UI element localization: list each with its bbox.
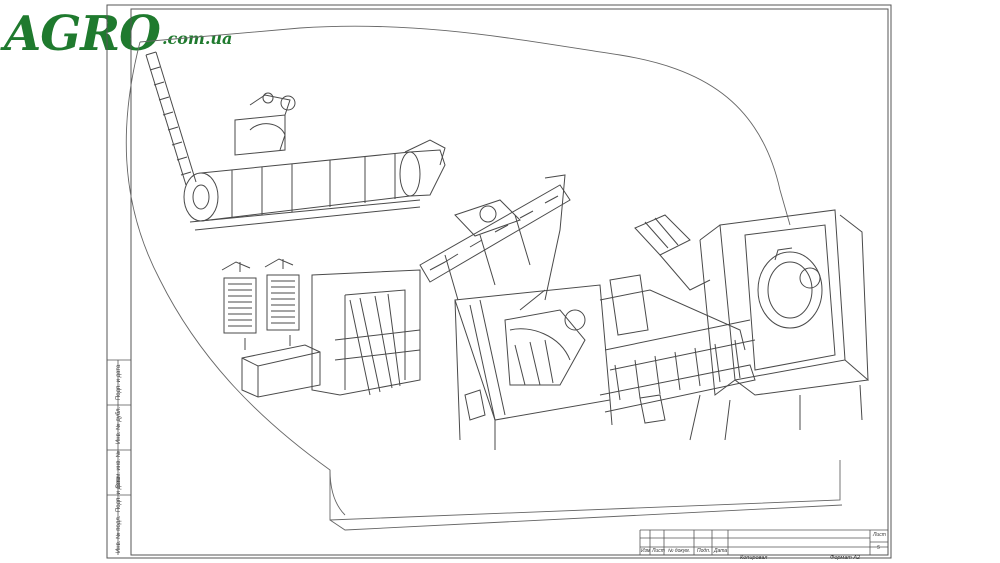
walkway-stairs xyxy=(599,274,756,424)
tb-col-date: Дата xyxy=(714,548,728,554)
tank-box xyxy=(241,344,321,398)
dryer-drum xyxy=(183,92,446,231)
tb-copied: Копировал xyxy=(740,555,768,561)
tb-format: Формат A2 xyxy=(830,555,861,561)
tb-col-doc: № докум. xyxy=(668,548,691,554)
tb-col-list: Лист xyxy=(652,548,665,554)
lattice-frame xyxy=(634,214,711,291)
side-label-4: Инв. № дубл. xyxy=(116,406,122,444)
mixing-plant-frame xyxy=(311,174,571,396)
agro-logo[interactable]: AGRO .com.ua xyxy=(4,0,232,62)
side-stamp-lines xyxy=(107,359,131,555)
side-label-1: Инв. № подл. xyxy=(116,515,122,553)
tb-sheet-number: 5 xyxy=(877,545,880,551)
drawing-frame xyxy=(106,4,892,559)
tb-col-sign: Подп. xyxy=(697,548,711,554)
tb-col-izm: Изм xyxy=(641,548,651,554)
site-outline xyxy=(125,25,843,531)
title-block-lines xyxy=(639,529,888,555)
tb-sheet-label: Лист xyxy=(873,532,886,538)
logo-brand: AGRO xyxy=(4,6,161,62)
side-label-5: Подп. и дата xyxy=(116,364,122,400)
fan-cage xyxy=(689,209,869,441)
side-label-3: Взам. инв. № xyxy=(116,450,122,488)
main-platform xyxy=(454,284,613,450)
inclined-conveyor xyxy=(145,51,197,186)
radiator-units xyxy=(221,258,300,350)
logo-domain: .com.ua xyxy=(161,29,233,48)
